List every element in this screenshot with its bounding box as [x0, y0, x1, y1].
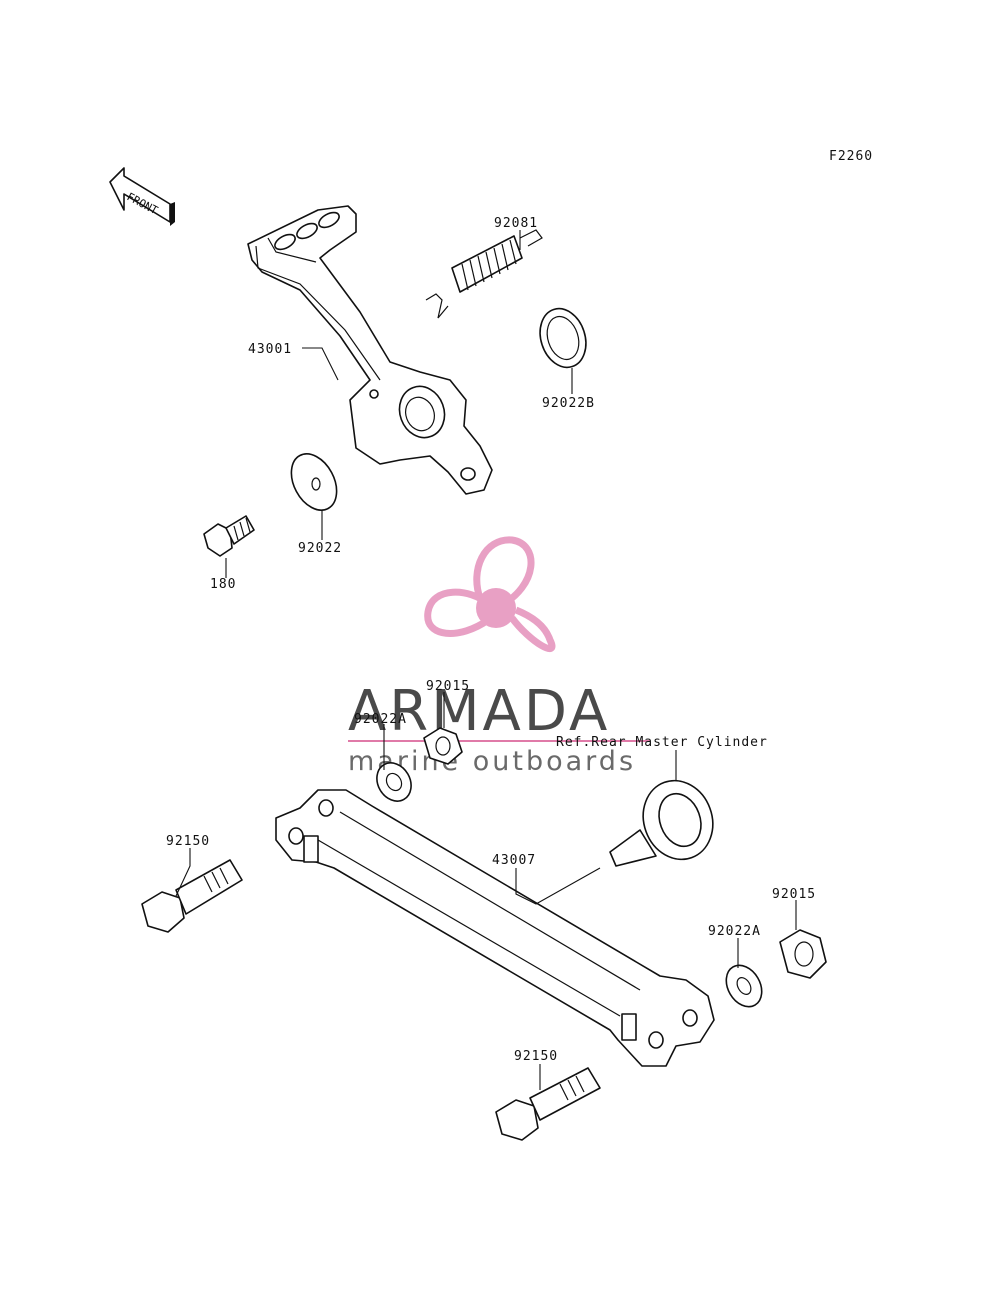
callout-92081: 92081: [494, 216, 538, 231]
callout-92022a-right: 92022A: [708, 924, 761, 939]
bolt-92150-bottom: [495, 1067, 601, 1141]
callout-92022a-top: 92022A: [354, 712, 407, 727]
callout-43001: 43001: [248, 342, 292, 357]
washer-92022: [290, 453, 338, 511]
bolt-92150-left: [141, 859, 243, 933]
brake-pedal-43001: [247, 205, 493, 495]
callout-92150-left: 92150: [166, 834, 210, 849]
nut-92015-right: [779, 929, 827, 979]
callout-180: 180: [210, 577, 236, 592]
callout-92015-top: 92015: [426, 679, 470, 694]
leader-lines: [175, 230, 797, 1090]
washer-92022a-right: [725, 964, 763, 1008]
figure-code: F2260: [829, 149, 873, 164]
callout-92150-bottom: 92150: [514, 1049, 558, 1064]
spring-92081: [425, 229, 543, 319]
watermark-logo: ARMADA marine outboards: [348, 536, 650, 777]
callout-92022b: 92022B: [542, 396, 595, 411]
callout-92022: 92022: [298, 541, 342, 556]
brake-rod-43007: [275, 789, 715, 1067]
nut-92015-top: [423, 727, 463, 765]
propeller-icon: [424, 536, 556, 653]
washer-92022b: [539, 307, 587, 369]
bolt-180: [203, 515, 255, 557]
callout-92015-right: 92015: [772, 887, 816, 902]
front-arrow-icon: FRONT: [109, 167, 175, 226]
watermark-brand: ARMADA: [348, 679, 610, 744]
callout-ref-master-cylinder: Ref.Rear Master Cylinder: [556, 735, 768, 750]
master-cylinder-ref: [609, 779, 714, 867]
callout-43007: 43007: [492, 853, 536, 868]
